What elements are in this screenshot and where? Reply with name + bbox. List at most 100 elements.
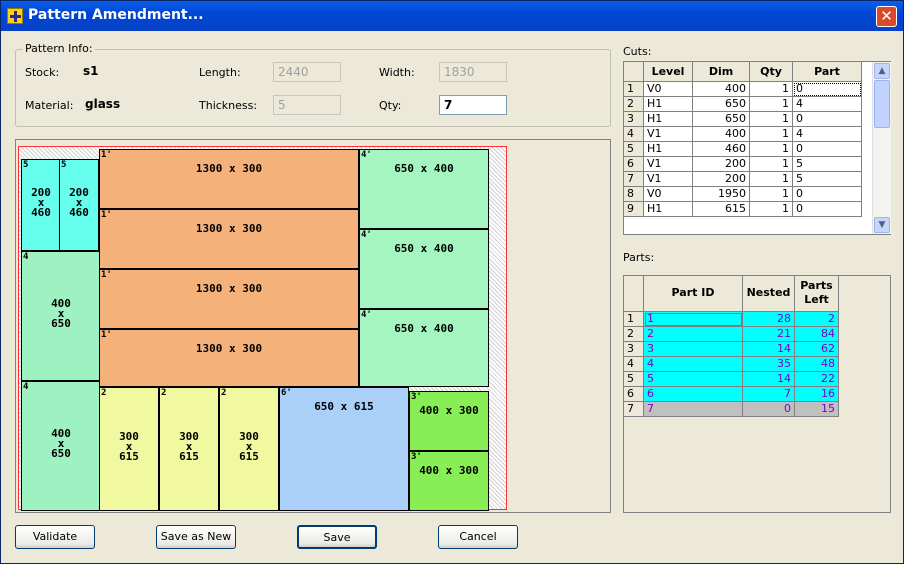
cuts-cell: 650 (693, 112, 750, 127)
pattern-piece[interactable]: 1'1300 x 300 (99, 329, 359, 387)
parts-cell: 3 (644, 342, 743, 357)
pattern-piece[interactable]: 1'1300 x 300 (99, 209, 359, 269)
cuts-cell: 4 (793, 97, 862, 112)
scroll-thumb[interactable] (874, 80, 890, 128)
cuts-scrollbar[interactable]: ▲▼ (872, 62, 891, 234)
material-label: Material: (25, 99, 74, 112)
length-field[interactable]: 2440 (273, 62, 341, 82)
cuts-cell: 650 (693, 97, 750, 112)
save-button[interactable]: Save (297, 525, 377, 549)
pattern-piece[interactable]: 5 200 x 460 (21, 159, 61, 251)
cuts-cell: H1 (644, 142, 693, 157)
parts-cell: 84 (795, 327, 839, 342)
pattern-piece[interactable]: 3'400 x 300 (409, 391, 489, 451)
scroll-up-icon[interactable]: ▲ (874, 63, 890, 79)
pattern-piece[interactable]: 1'1300 x 300 (99, 269, 359, 329)
pattern-piece[interactable]: 4'650 x 400 (359, 229, 489, 309)
piece-dimensions: 1300 x 300 (195, 162, 263, 175)
piece-dimensions: 650 x 400 (394, 242, 454, 255)
piece-dimensions: 400 x 650 (51, 427, 71, 460)
parts-cell: 22 (795, 372, 839, 387)
piece-dimensions: 200 x 460 (31, 186, 51, 219)
piece-tag: 4' (361, 150, 372, 160)
row-number: 2 (624, 327, 644, 342)
pattern-piece[interactable]: 4'650 x 400 (359, 309, 489, 387)
row-number: 4 (624, 127, 644, 142)
width-field[interactable]: 1830 (439, 62, 507, 82)
cuts-header-cell: Dim (693, 62, 750, 82)
parts-cell: 15 (795, 402, 839, 417)
cuts-cell: 1950 (693, 187, 750, 202)
scroll-down-icon[interactable]: ▼ (874, 217, 890, 233)
close-button[interactable]: ✕ (876, 6, 897, 27)
cuts-cell: 4 (793, 127, 862, 142)
pattern-piece[interactable]: 4'650 x 400 (359, 149, 489, 229)
pattern-piece[interactable]: 6'650 x 615 (279, 387, 409, 511)
cancel-button[interactable]: Cancel (438, 525, 518, 549)
qty-label: Qty: (379, 99, 402, 112)
pattern-piece[interactable]: 3'400 x 300 (409, 451, 489, 511)
cuts-cell: 5 (793, 172, 862, 187)
stock-value: s1 (83, 64, 99, 78)
thickness-field[interactable]: 5 (273, 95, 341, 115)
pattern-piece[interactable]: 1'1300 x 300 (99, 149, 359, 209)
title-bar[interactable]: Pattern Amendment... ✕ (1, 1, 903, 31)
cuts-cell: 400 (693, 82, 750, 97)
parts-header-cell: Part ID (644, 276, 743, 312)
piece-dimensions: 300 x 615 (179, 430, 199, 463)
cuts-cell: 0 (793, 82, 862, 97)
qty-field[interactable]: 7 (439, 95, 507, 115)
parts-cell: 16 (795, 387, 839, 402)
cuts-cell: H1 (644, 97, 693, 112)
row-number: 3 (624, 112, 644, 127)
row-number: 5 (624, 372, 644, 387)
cuts-cell: 1 (750, 97, 793, 112)
row-number: 6 (624, 387, 644, 402)
row-number: 8 (624, 187, 644, 202)
save-as-new-button[interactable]: Save as New (156, 525, 236, 549)
piece-tag: 5 (23, 160, 29, 170)
parts-cell: 2 (795, 312, 839, 327)
width-label: Width: (379, 66, 415, 79)
cuts-cell: V1 (644, 172, 693, 187)
parts-header-cell: Nested (743, 276, 795, 312)
pattern-info-group (15, 49, 611, 127)
piece-tag: 5 (61, 160, 67, 170)
length-label: Length: (199, 66, 241, 79)
piece-dimensions: 1300 x 300 (195, 282, 263, 295)
cuts-header-cell: Level (644, 62, 693, 82)
material-value: glass (85, 97, 121, 111)
cuts-cell: 5 (793, 157, 862, 172)
parts-cell: 1 (644, 312, 743, 327)
parts-cell: 28 (743, 312, 795, 327)
validate-button[interactable]: Validate (15, 525, 95, 549)
piece-tag: 6' (281, 388, 292, 398)
